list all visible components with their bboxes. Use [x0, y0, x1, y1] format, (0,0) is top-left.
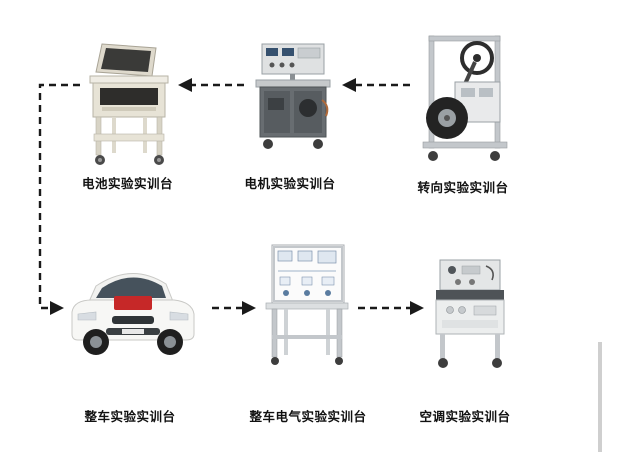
- arrow-vehicle-to-electrical: [212, 301, 256, 315]
- arrow-head-left-icon: [342, 78, 356, 92]
- ac-bench-illustration: [435, 259, 505, 368]
- vehicle-electrical-bench-image: [262, 243, 352, 369]
- battery-bench-image: [82, 42, 174, 168]
- arrow-head-right-icon: [410, 301, 424, 315]
- ac-bench-image: [428, 258, 512, 370]
- arrow-steering-to-motor: [342, 78, 410, 92]
- electrical-bench-illustration: [265, 244, 349, 365]
- label-battery-bench: 电池实验实训台: [81, 176, 173, 191]
- vehicle-illustration: [71, 273, 195, 355]
- arrow-electrical-to-ac: [358, 301, 424, 315]
- steering-bench-image: [415, 30, 515, 168]
- arrow-motor-to-battery: [178, 78, 244, 92]
- motor-bench-illustration: [255, 43, 331, 149]
- label-vehicle-bench: 整车实验实训台: [84, 409, 176, 424]
- battery-bench-illustration: [89, 43, 169, 165]
- label-ac-bench: 空调实验实训台: [419, 409, 511, 424]
- motor-bench-image: [252, 42, 334, 154]
- label-vehicle-electrical-bench: 整车电气实验实训台: [249, 409, 367, 424]
- page-edge-line: [598, 342, 602, 452]
- label-steering-bench: 转向实验实训台: [417, 180, 509, 195]
- label-motor-bench: 电机实验实训台: [244, 176, 336, 191]
- steering-bench-illustration: [422, 35, 508, 161]
- arrow-head-right-icon: [242, 301, 256, 315]
- vehicle-bench-image: [62, 252, 204, 364]
- arrow-head-left-icon: [178, 78, 192, 92]
